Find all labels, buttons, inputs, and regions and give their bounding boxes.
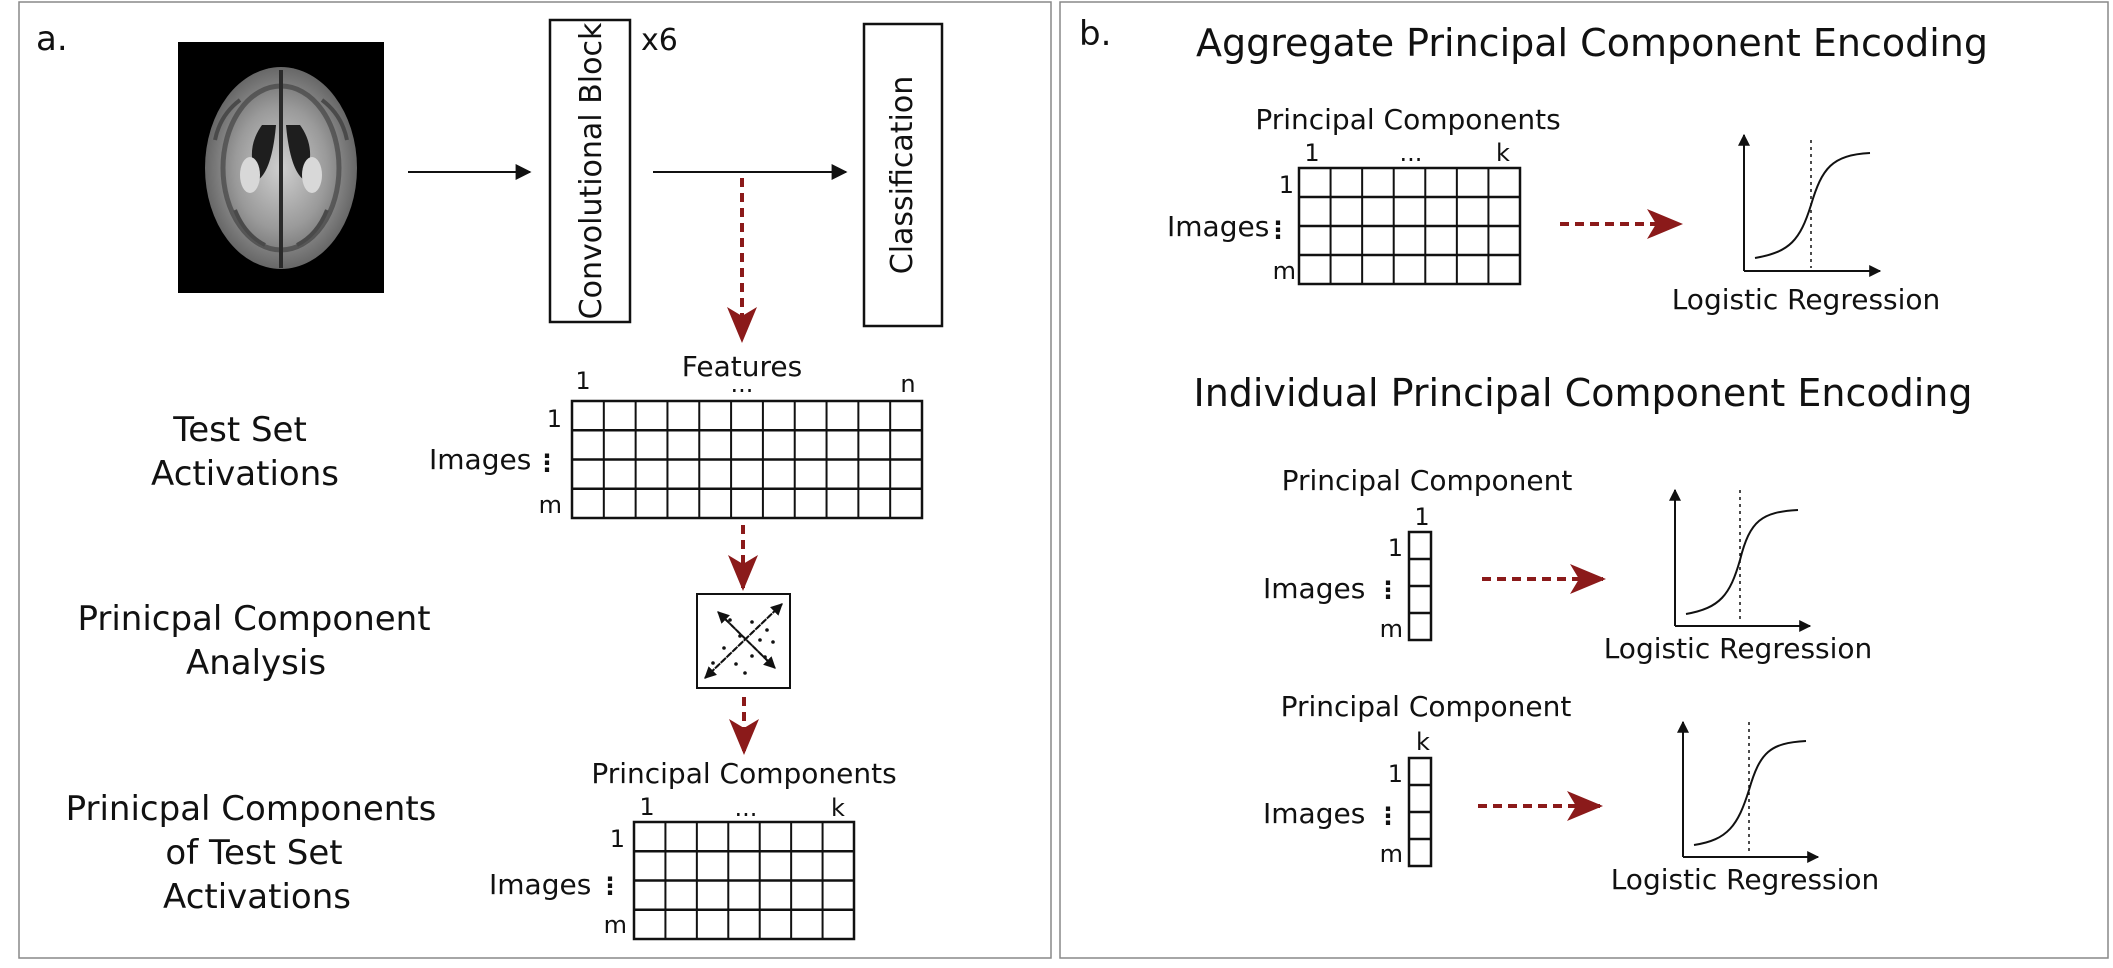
panel-b-label: b. [1079,14,1111,54]
ind2-logreg-label: Logistic Regression [1611,863,1880,896]
pc-row-first: 1 [610,825,625,853]
ind2-row-last: m [1380,840,1403,868]
agg-row-last: m [1273,257,1296,285]
test-set-label-line1: Test Set [172,410,307,450]
features-row-mid: ⋮ [535,449,559,477]
agg-matrix [1297,166,1522,286]
ind1-logreg-label: Logistic Regression [1604,632,1873,665]
agg-matrix-title: Principal Components [1255,103,1560,136]
pc-row-last: m [604,911,627,939]
ind1-vector [1407,530,1433,642]
ind1-logistic-plot [1669,488,1812,632]
pc-index-end: k [831,794,845,822]
agg-index-end: k [1496,139,1510,167]
agg-index-start: 1 [1304,139,1319,167]
features-index-end: n [900,370,915,398]
conv-block-label: Convolutional Block [574,22,609,319]
ind2-title: Principal Component [1281,690,1572,723]
agg-index-mid: ... [1400,139,1423,167]
aggregate-title: Aggregate Principal Component Encoding [1196,21,1988,65]
pc-index-start: 1 [639,793,654,821]
features-row-last: m [539,491,562,519]
ind1-title: Principal Component [1282,464,1573,497]
ind2-row-first: 1 [1388,760,1403,788]
classification-box [862,22,944,328]
pca-label-line2: Analysis [186,643,326,683]
ind1-index: 1 [1414,503,1429,531]
conv-block-box [548,18,632,324]
pc-matrix-title: Principal Components [591,757,896,790]
features-index-start: 1 [575,367,590,395]
pc-index-mid: ... [735,794,758,822]
panel-b-frame [1059,1,2109,959]
pca-scatter-icon [696,593,791,689]
ind1-row-first: 1 [1388,534,1403,562]
features-title: Features [682,350,802,383]
ind1-images-label: Images [1263,572,1365,605]
ind2-vector [1407,756,1433,868]
pc-label-line3: Activations [163,877,351,917]
panel-a-label: a. [36,19,68,59]
agg-logreg-label: Logistic Regression [1672,283,1941,316]
features-row-first: 1 [547,405,562,433]
ind2-logistic-plot [1677,720,1820,863]
repeat-label: x6 [641,23,678,58]
pc-images-label: Images [489,868,591,901]
pc-label-line1: Prinicpal Components [66,789,437,829]
test-set-label-line2: Activations [151,454,339,494]
pc-label-line2: of Test Set [165,833,342,873]
agg-logistic-plot [1738,133,1882,277]
features-images-label: Images [429,443,531,476]
panel-a-frame [18,1,1052,959]
features-index-mid: ... [731,370,754,398]
ind2-index: k [1416,728,1430,756]
pc-row-mid: ⋮ [598,872,622,900]
pca-label-line1: Prinicpal Component [77,599,430,639]
pc-matrix [632,820,856,941]
agg-row-first: 1 [1279,171,1294,199]
agg-row-mid: ⋮ [1266,216,1290,244]
individual-title: Individual Principal Component Encoding [1194,371,1973,415]
ind1-row-last: m [1380,615,1403,643]
agg-images-label: Images [1167,210,1269,243]
brain-mri-icon [178,42,384,293]
features-matrix [570,399,924,520]
ind2-images-label: Images [1263,797,1365,830]
ind1-row-mid: ⋮ [1376,576,1400,604]
ind2-row-mid: ⋮ [1376,802,1400,830]
classification-label: Classification [885,76,920,275]
